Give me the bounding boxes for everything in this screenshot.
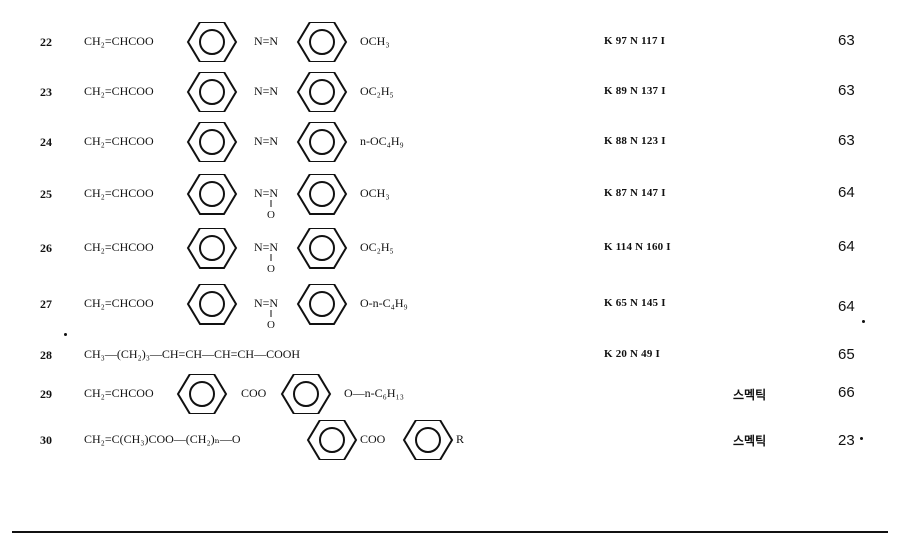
formula-linker: N=N (254, 34, 278, 48)
formula-left: CH₂=CHCOO (84, 386, 154, 400)
table-row: 30 CH₂=C(CH₃)COO—(CH₂)ₙ—O COO R 스멕틱 23 (0, 420, 914, 460)
benzene-ring-icon (186, 22, 238, 62)
benzene-ring-icon (186, 174, 238, 215)
print-speck (862, 320, 865, 323)
phase-transition: K 20 N 49 I (604, 348, 660, 360)
benzene-ring-icon (402, 420, 454, 460)
formula-right: OCH₃ (360, 186, 390, 200)
formula-right: n-OC₄H₉ (360, 134, 404, 148)
benzene-ring-icon (296, 228, 348, 269)
structure-formula: CH₂=CHCOO N=N O OC₂H₅ (84, 228, 394, 274)
structure-formula: CH₂=CHCOO COO O—n-C₆H₁₃ (84, 374, 404, 414)
table-row: 28 CH₃—(CH₂)₃—CH=CH—CH=CH—COOH K 20 N 49… (0, 342, 914, 366)
reference-number: 65 (838, 346, 855, 363)
benzene-ring-icon (186, 72, 238, 112)
table-row: 23 CH₂=CHCOO N=N OC₂H₅ K 89 N 137 I 63 (0, 72, 914, 112)
table-row: 24 CH₂=CHCOO N=N n-OC₄H₉ K 88 N 123 I 63 (0, 122, 914, 162)
mesophase-label: 스멕틱 (733, 388, 767, 402)
formula-linker: COO (241, 386, 267, 400)
benzene-ring-icon (186, 284, 238, 325)
phase-transition: K 114 N 160 I (604, 241, 671, 253)
table-row: 26 CH₂=CHCOO N=N O OC₂H₅ K 114 N 160 I 6… (0, 228, 914, 274)
structure-formula: CH₂=CHCOO N=N OC₂H₅ (84, 72, 394, 112)
benzene-ring-icon (296, 284, 348, 325)
azoxy-oxygen: O (267, 319, 275, 330)
phase-transition: K 97 N 117 I (604, 35, 666, 47)
benzene-ring-icon (306, 420, 358, 460)
compound-number: 25 (40, 187, 52, 201)
compound-number: 30 (40, 433, 52, 447)
reference-number: 63 (838, 132, 855, 149)
benzene-ring-icon (296, 174, 348, 215)
formula-linker: N=N (254, 186, 278, 200)
print-speck (64, 333, 67, 336)
formula-right: O-n-C₄H₉ (360, 296, 408, 310)
table-row: 29 CH₂=CHCOO COO O—n-C₆H₁₃ 스멕틱 66 (0, 374, 914, 414)
phase-transition: K 89 N 137 I (604, 85, 666, 97)
formula-right: R (456, 432, 464, 446)
table-row: 22 CH₂=CHCOO N=N OCH₃ K 97 N 117 I 63 (0, 22, 914, 62)
formula-right: O—n-C₆H₁₃ (344, 386, 404, 400)
structure-formula: CH₂=CHCOO N=N n-OC₄H₉ (84, 122, 404, 162)
compound-number: 27 (40, 297, 52, 311)
reference-number: 64 (838, 238, 855, 255)
formula-linker: COO (360, 432, 386, 446)
formula-right: OCH₃ (360, 34, 390, 48)
formula-linker: N=N (254, 134, 278, 148)
formula-right: OC₂H₅ (360, 240, 394, 254)
phase-transition: K 65 N 145 I (604, 297, 666, 309)
compound-number: 22 (40, 35, 52, 49)
print-speck (860, 437, 863, 440)
reference-number: 63 (838, 82, 855, 99)
formula-linker: N=N (254, 296, 278, 310)
formula-right: OC₂H₅ (360, 84, 394, 98)
formula-left: CH₂=CHCOO (84, 240, 154, 254)
benzene-ring-icon (186, 122, 238, 162)
structure-formula: CH₂=CHCOO N=N O O-n-C₄H₉ (84, 284, 408, 330)
compound-number: 29 (40, 387, 52, 401)
azoxy-oxygen: O (267, 209, 275, 220)
reference-number: 63 (838, 32, 855, 49)
table-row: 25 CH₂=CHCOO N=N O OCH₃ K 87 N 147 I 64 (0, 174, 914, 220)
reference-number: 66 (838, 384, 855, 401)
formula-left: CH₂=CHCOO (84, 186, 154, 200)
formula-left: CH₂=CHCOO (84, 296, 154, 310)
reference-number: 64 (838, 184, 855, 201)
compound-number: 24 (40, 135, 52, 149)
compound-number: 28 (40, 348, 52, 362)
bottom-rule (12, 531, 888, 533)
formula-left: CH₂=C(CH₃)COO—(CH₂)ₙ—O (84, 432, 241, 446)
phase-transition: K 87 N 147 I (604, 187, 666, 199)
formula-left: CH₂=CHCOO (84, 134, 154, 148)
structure-formula: CH₂=CHCOO N=N O OCH₃ (84, 174, 390, 220)
benzene-ring-icon (280, 374, 332, 414)
structure-formula: CH₂=C(CH₃)COO—(CH₂)ₙ—O COO R (84, 420, 464, 460)
benzene-ring-icon (296, 22, 348, 62)
benzene-ring-icon (176, 374, 228, 414)
formula-left: CH₂=CHCOO (84, 34, 154, 48)
compound-number: 26 (40, 241, 52, 255)
reference-number: 64 (838, 298, 855, 315)
formula-linker: N=N (254, 84, 278, 98)
azoxy-oxygen: O (267, 263, 275, 274)
reference-number: 23 (838, 432, 855, 449)
phase-transition: K 88 N 123 I (604, 135, 666, 147)
benzene-ring-icon (296, 72, 348, 112)
compound-number: 23 (40, 85, 52, 99)
mesophase-label: 스멕틱 (733, 434, 767, 448)
formula-linker: N=N (254, 240, 278, 254)
table-row: 27 CH₂=CHCOO N=N O O-n-C₄H₉ K 65 N 145 I… (0, 284, 914, 330)
structure-formula: CH₂=CHCOO N=N OCH₃ (84, 22, 390, 62)
formula-left: CH₂=CHCOO (84, 84, 154, 98)
benzene-ring-icon (296, 122, 348, 162)
formula-text: CH₃—(CH₂)₃—CH=CH—CH=CH—COOH (84, 347, 301, 361)
benzene-ring-icon (186, 228, 238, 269)
